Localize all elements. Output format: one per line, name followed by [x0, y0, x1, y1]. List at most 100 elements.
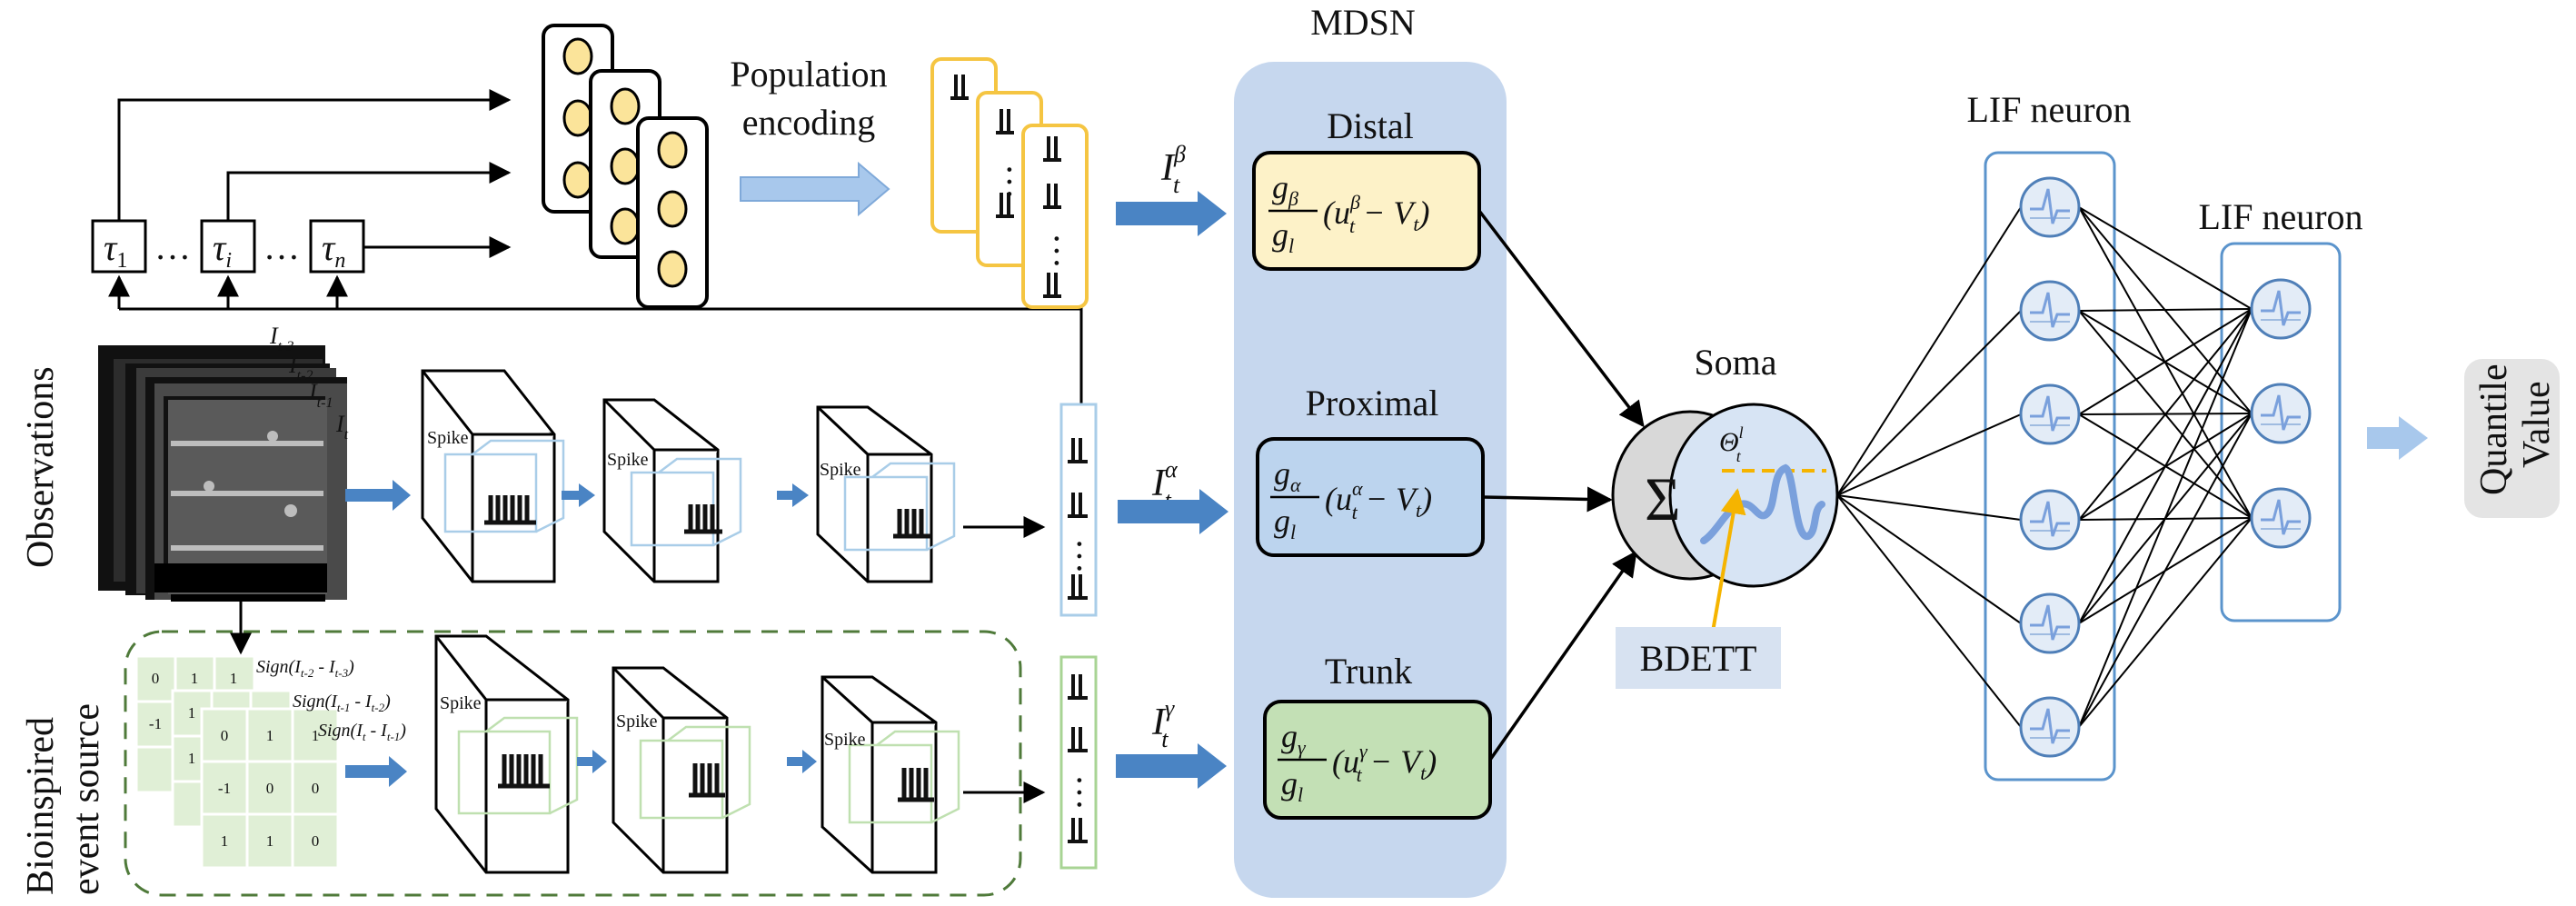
svg-text:(uαt − Vt): (uαt − Vt) [1325, 477, 1432, 523]
svg-text:gl: gl [1272, 216, 1294, 257]
population-encoding-arrow [740, 161, 890, 217]
svg-text:0: 0 [221, 727, 229, 744]
soma-to-lif1-edge [1836, 206, 2022, 496]
lif2-neuron [2250, 383, 2312, 444]
output-line1: Quantile [2473, 363, 2515, 495]
tau-arrows [108, 89, 1083, 404]
tau-n-label: τn [322, 227, 345, 273]
svg-text:gγ: gγ [1281, 718, 1307, 759]
bdett-box [1616, 627, 1781, 689]
event-conv-inner [457, 716, 960, 824]
svg-text:gl: gl [1274, 503, 1296, 543]
tau-dots-1: … [154, 226, 191, 267]
svg-text:It-2: It-2 [288, 352, 313, 383]
event-conv-spikes [498, 754, 934, 802]
spike-label-evt-2: Spike [616, 712, 658, 732]
svg-text:…: … [1069, 774, 1110, 811]
tau-n-box [309, 219, 365, 274]
event-source-box [124, 630, 1022, 897]
observations-label: Observations [20, 366, 62, 568]
spike-label-obs-3: Spike [820, 460, 861, 480]
output-line2: Value [2516, 381, 2558, 468]
time-constants: τ1 … τi … τn [91, 219, 365, 274]
output-arrow [2367, 416, 2428, 460]
lif1-to-lif2-edge [2078, 308, 2253, 728]
lif1-neuron [2019, 592, 2081, 654]
lif2-neuron [2250, 487, 2312, 549]
lif1-neuron [2019, 280, 2081, 342]
soma-core [1668, 403, 1839, 588]
svg-text:1: 1 [188, 704, 196, 722]
soma-input-arrows [1477, 209, 1645, 762]
spike-label-evt-1: Spike [440, 693, 482, 713]
svg-text:(uγt − Vt): (uγt − Vt) [1332, 740, 1437, 786]
lif1-to-lif2-edge [2078, 413, 2253, 728]
population-neurons [542, 24, 709, 309]
svg-text:…: … [1047, 233, 1088, 269]
obs-conv-blocks [421, 369, 933, 583]
svg-text:Sign(It - It-1): Sign(It - It-1) [318, 721, 406, 743]
lif1-neuron [2019, 489, 2081, 551]
svg-text:It-1: It-1 [308, 379, 333, 411]
tau-i-box [200, 219, 256, 274]
spike-label-obs-2: Spike [607, 450, 649, 470]
lif-2-label: LIF neuron [2198, 196, 2362, 237]
lif1-to-lif2-edge [2078, 308, 2253, 312]
output-box [2464, 359, 2560, 518]
arrow-obs-conv [345, 480, 411, 511]
population-encoding-line1: Population [730, 54, 887, 95]
arrow-alpha [1118, 489, 1228, 534]
svg-text:gβ: gβ [1272, 169, 1298, 210]
lif2-neuron [2250, 278, 2312, 340]
svg-text:…: … [1000, 164, 1040, 200]
arrow-events-conv [345, 756, 407, 787]
lif1-neuron [2019, 696, 2081, 758]
tau-i-label: τi [213, 227, 232, 273]
soma-to-lif1-edge [1836, 494, 2022, 521]
svg-text:It-3: It-3 [269, 323, 293, 354]
spike-label-evt-3: Spike [824, 730, 866, 750]
lif1-to-lif2-edge [2078, 308, 2253, 521]
svg-text:Distal: Distal [1327, 105, 1414, 146]
svg-text:Sign(It-2 - It-3): Sign(It-2 - It-3) [256, 657, 354, 680]
event-source-line2: event source [65, 703, 107, 895]
svg-text:1: 1 [266, 832, 274, 850]
svg-text:1: 1 [312, 727, 320, 744]
soma-label: Soma [1694, 342, 1776, 383]
svg-text:1: 1 [266, 727, 274, 744]
soma-to-lif1-edge [1836, 413, 2022, 496]
lif1-to-lif2-edge [2078, 308, 2253, 415]
tau-dots-2: … [264, 226, 300, 267]
svg-text:(uβt − Vt): (uβt − Vt) [1323, 191, 1430, 237]
soma-to-lif1-edge [1836, 310, 2022, 496]
network-connections [1836, 206, 2253, 728]
beta-spike-cards: … … [930, 57, 1089, 309]
svg-text:-1: -1 [149, 715, 162, 732]
observation-frames [98, 345, 347, 602]
mdsn-title: MDSN [1310, 2, 1416, 43]
svg-text:…: … [1069, 538, 1110, 574]
lif-1-box [1984, 151, 2116, 782]
svg-text:Sign(It-1 - It-2): Sign(It-1 - It-2) [293, 692, 391, 714]
arrow-beta [1116, 191, 1227, 236]
lif1-to-lif2-edge [2078, 308, 2253, 624]
arrow-gamma [1116, 743, 1227, 789]
svg-text:It: It [335, 411, 349, 443]
soma-sum: Σ [1645, 464, 1681, 533]
network-neurons [2019, 176, 2312, 758]
svg-text:1: 1 [230, 670, 238, 687]
lif1-neuron [2019, 176, 2081, 238]
lif-1-label: LIF neuron [1966, 89, 2131, 130]
svg-text:-1: -1 [218, 780, 231, 797]
spike-label-obs-1: Spike [427, 428, 469, 448]
lif1-to-lif2-edge [2078, 206, 2253, 310]
